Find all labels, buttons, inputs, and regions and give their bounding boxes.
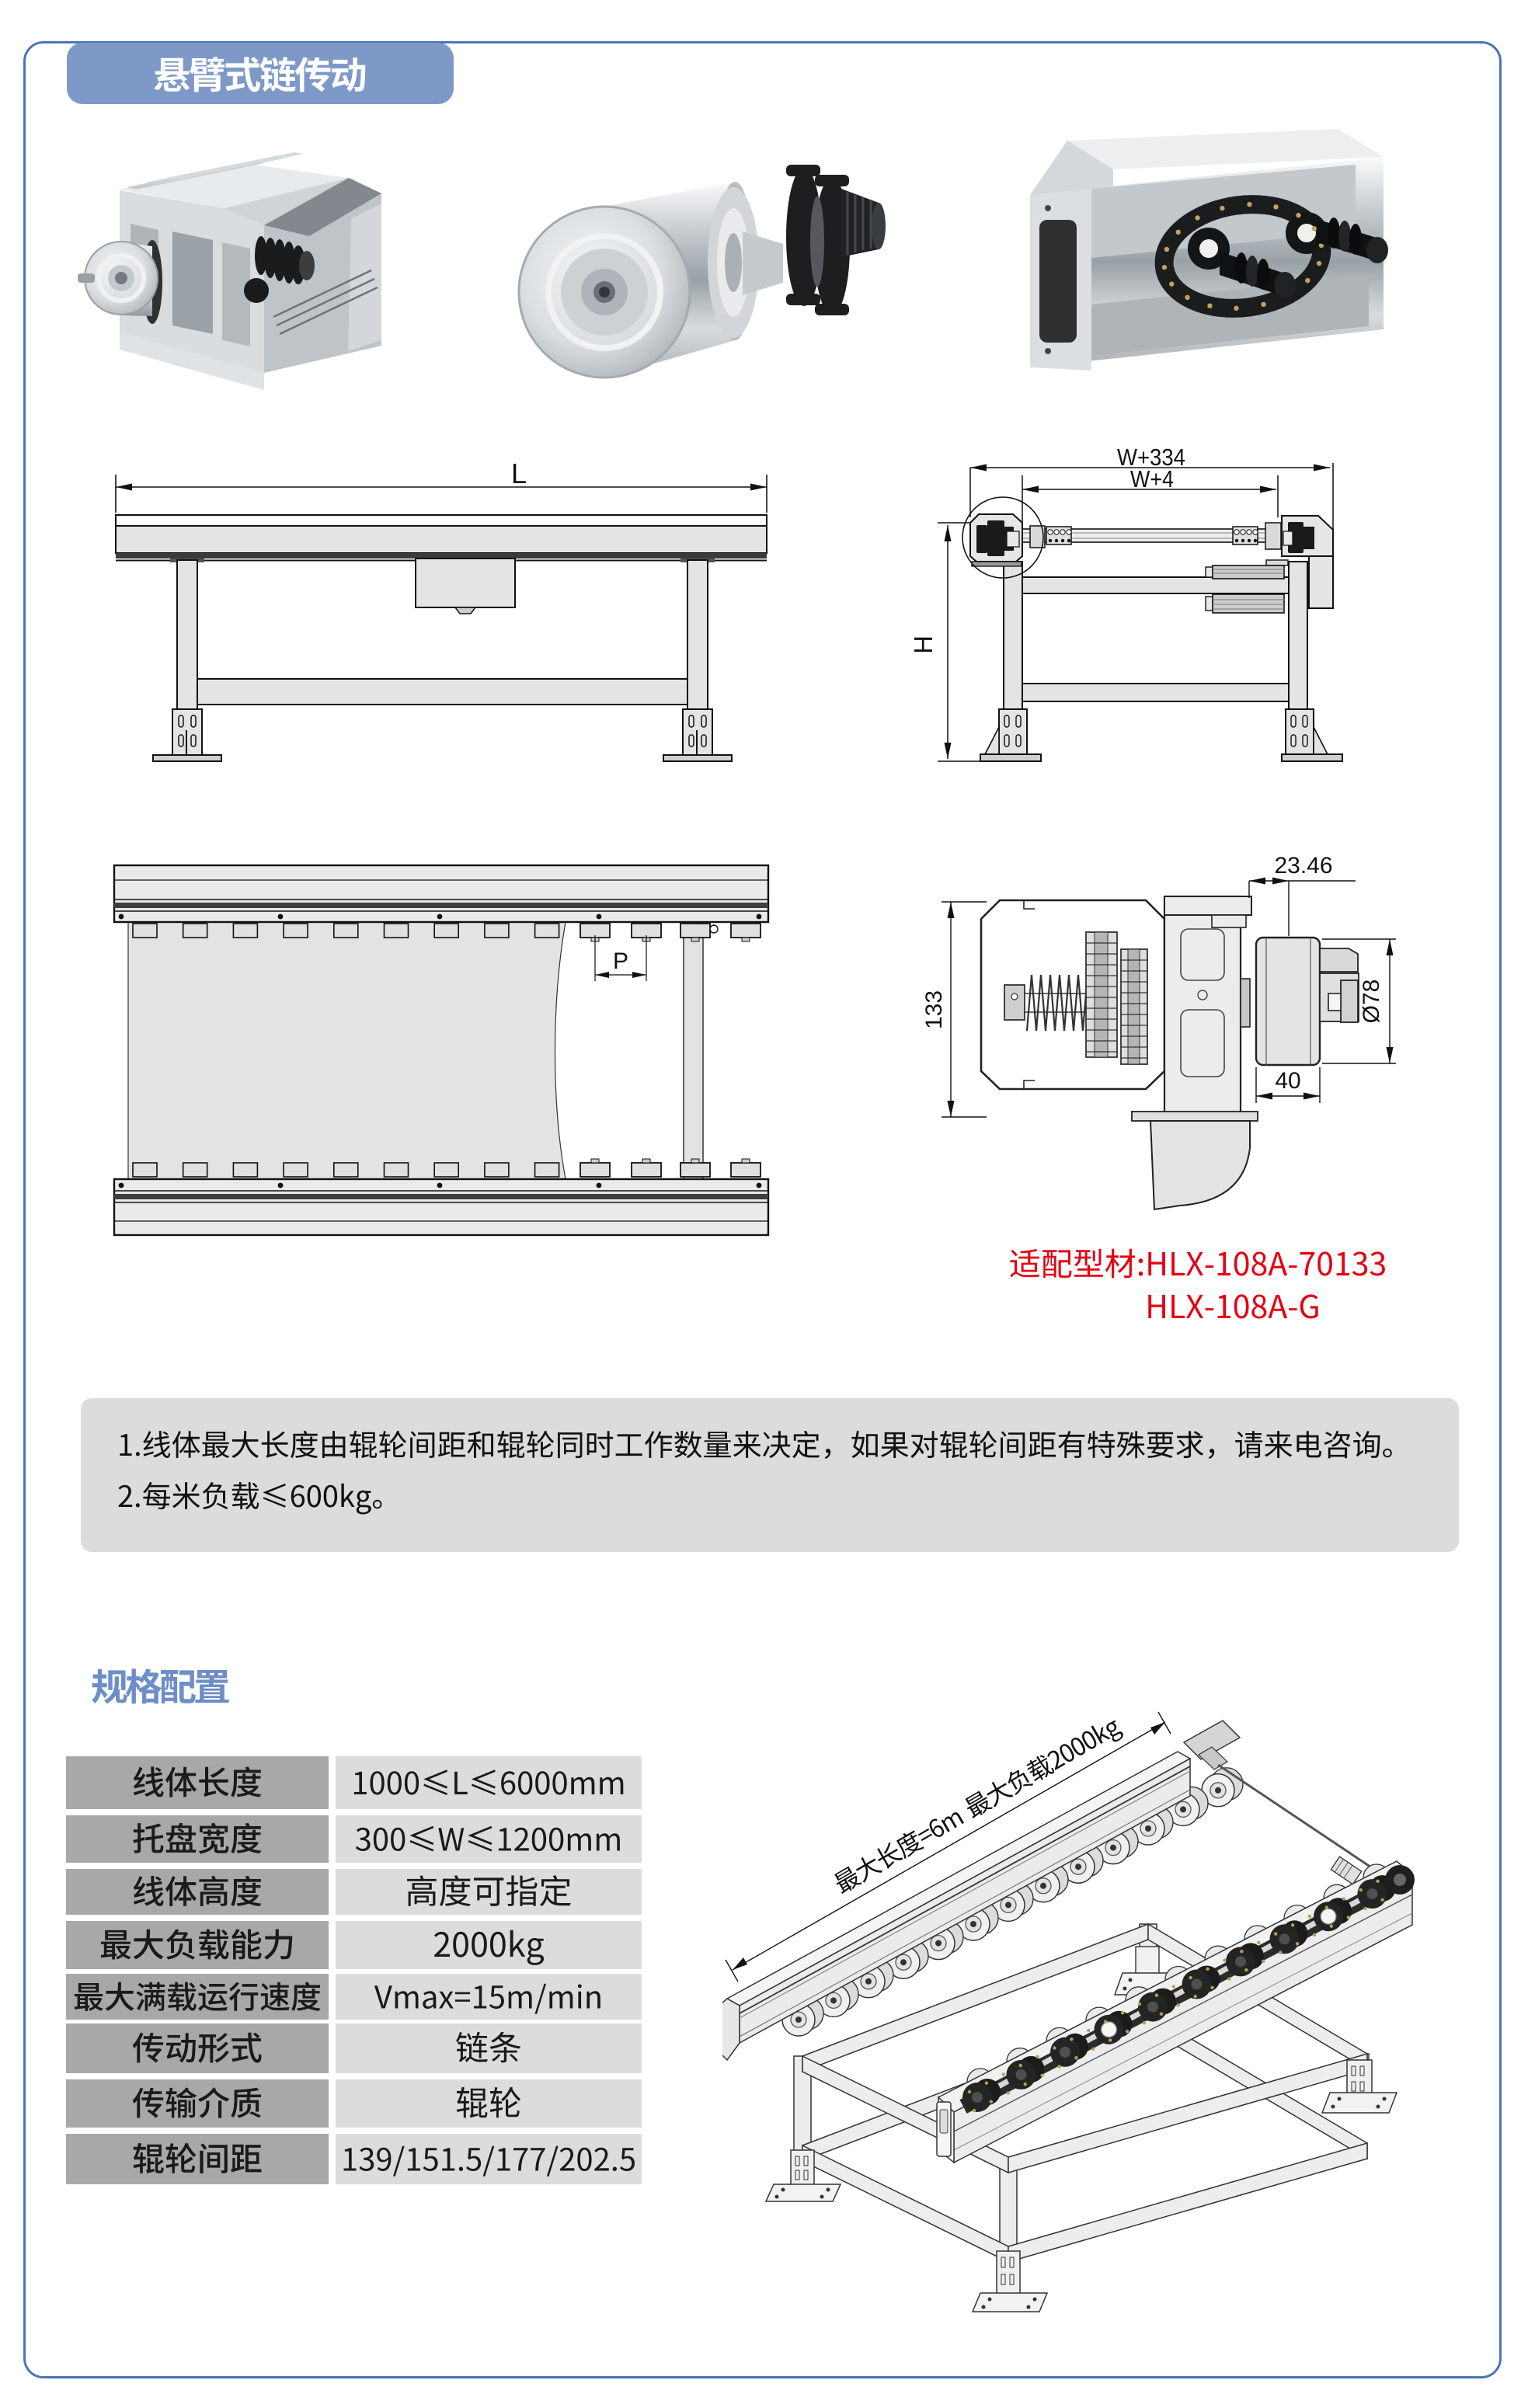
svg-text:23.46: 23.46 (1274, 853, 1332, 879)
svg-text:133: 133 (921, 990, 947, 1029)
svg-text:P: P (613, 948, 628, 974)
svg-text:H: H (913, 635, 938, 654)
svg-text:W+4: W+4 (1130, 465, 1174, 492)
svg-text:L: L (511, 458, 527, 489)
svg-text:Ø78: Ø78 (1359, 980, 1384, 1024)
svg-text:40: 40 (1275, 1068, 1300, 1094)
svg-text:W+334: W+334 (1117, 444, 1185, 471)
